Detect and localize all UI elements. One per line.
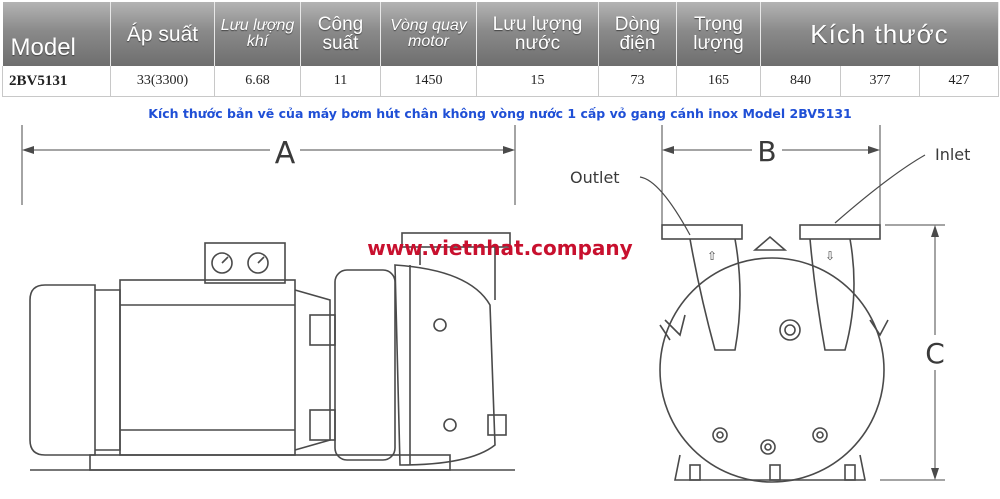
pump-drawing: A xyxy=(21,125,970,483)
cell-water-flow: 15 xyxy=(476,66,599,97)
header-model: Model xyxy=(2,2,111,66)
cell-model: 2BV5131 xyxy=(2,66,111,97)
cell-weight: 165 xyxy=(676,66,761,97)
cell-current: 73 xyxy=(598,66,677,97)
dimension-a-label: A xyxy=(275,136,296,171)
cell-dim-c: 427 xyxy=(919,66,999,97)
dimension-b-label: B xyxy=(757,135,776,168)
inlet-arrow-icon: ⇩ xyxy=(825,249,835,263)
side-view: A xyxy=(21,125,516,471)
cell-dim-b: 377 xyxy=(840,66,920,97)
watermark: www.vietnhat.company xyxy=(367,236,632,260)
outlet-arrow-icon: ⇧ xyxy=(707,249,717,263)
header-dimensions: Kích thước xyxy=(760,2,999,66)
cell-pressure: 33(3300) xyxy=(110,66,215,97)
drawing-caption: Kích thước bản vẽ của máy bơm hút chân k… xyxy=(148,106,852,121)
cell-air-flow: 6.68 xyxy=(214,66,301,97)
cell-motor-speed: 1450 xyxy=(380,66,477,97)
header-pressure: Áp suất xyxy=(110,2,215,66)
outlet-label: Outlet xyxy=(570,168,620,187)
front-view: B C Outlet Inlet ⇧ ⇩ xyxy=(570,125,970,483)
inlet-label: Inlet xyxy=(935,145,970,164)
cell-dim-a: 840 xyxy=(760,66,841,97)
table-row: 2BV5131 33(3300) 6.68 11 1450 15 73 165 … xyxy=(2,66,999,97)
dimension-c-label: C xyxy=(925,337,945,370)
cell-power: 11 xyxy=(300,66,381,97)
